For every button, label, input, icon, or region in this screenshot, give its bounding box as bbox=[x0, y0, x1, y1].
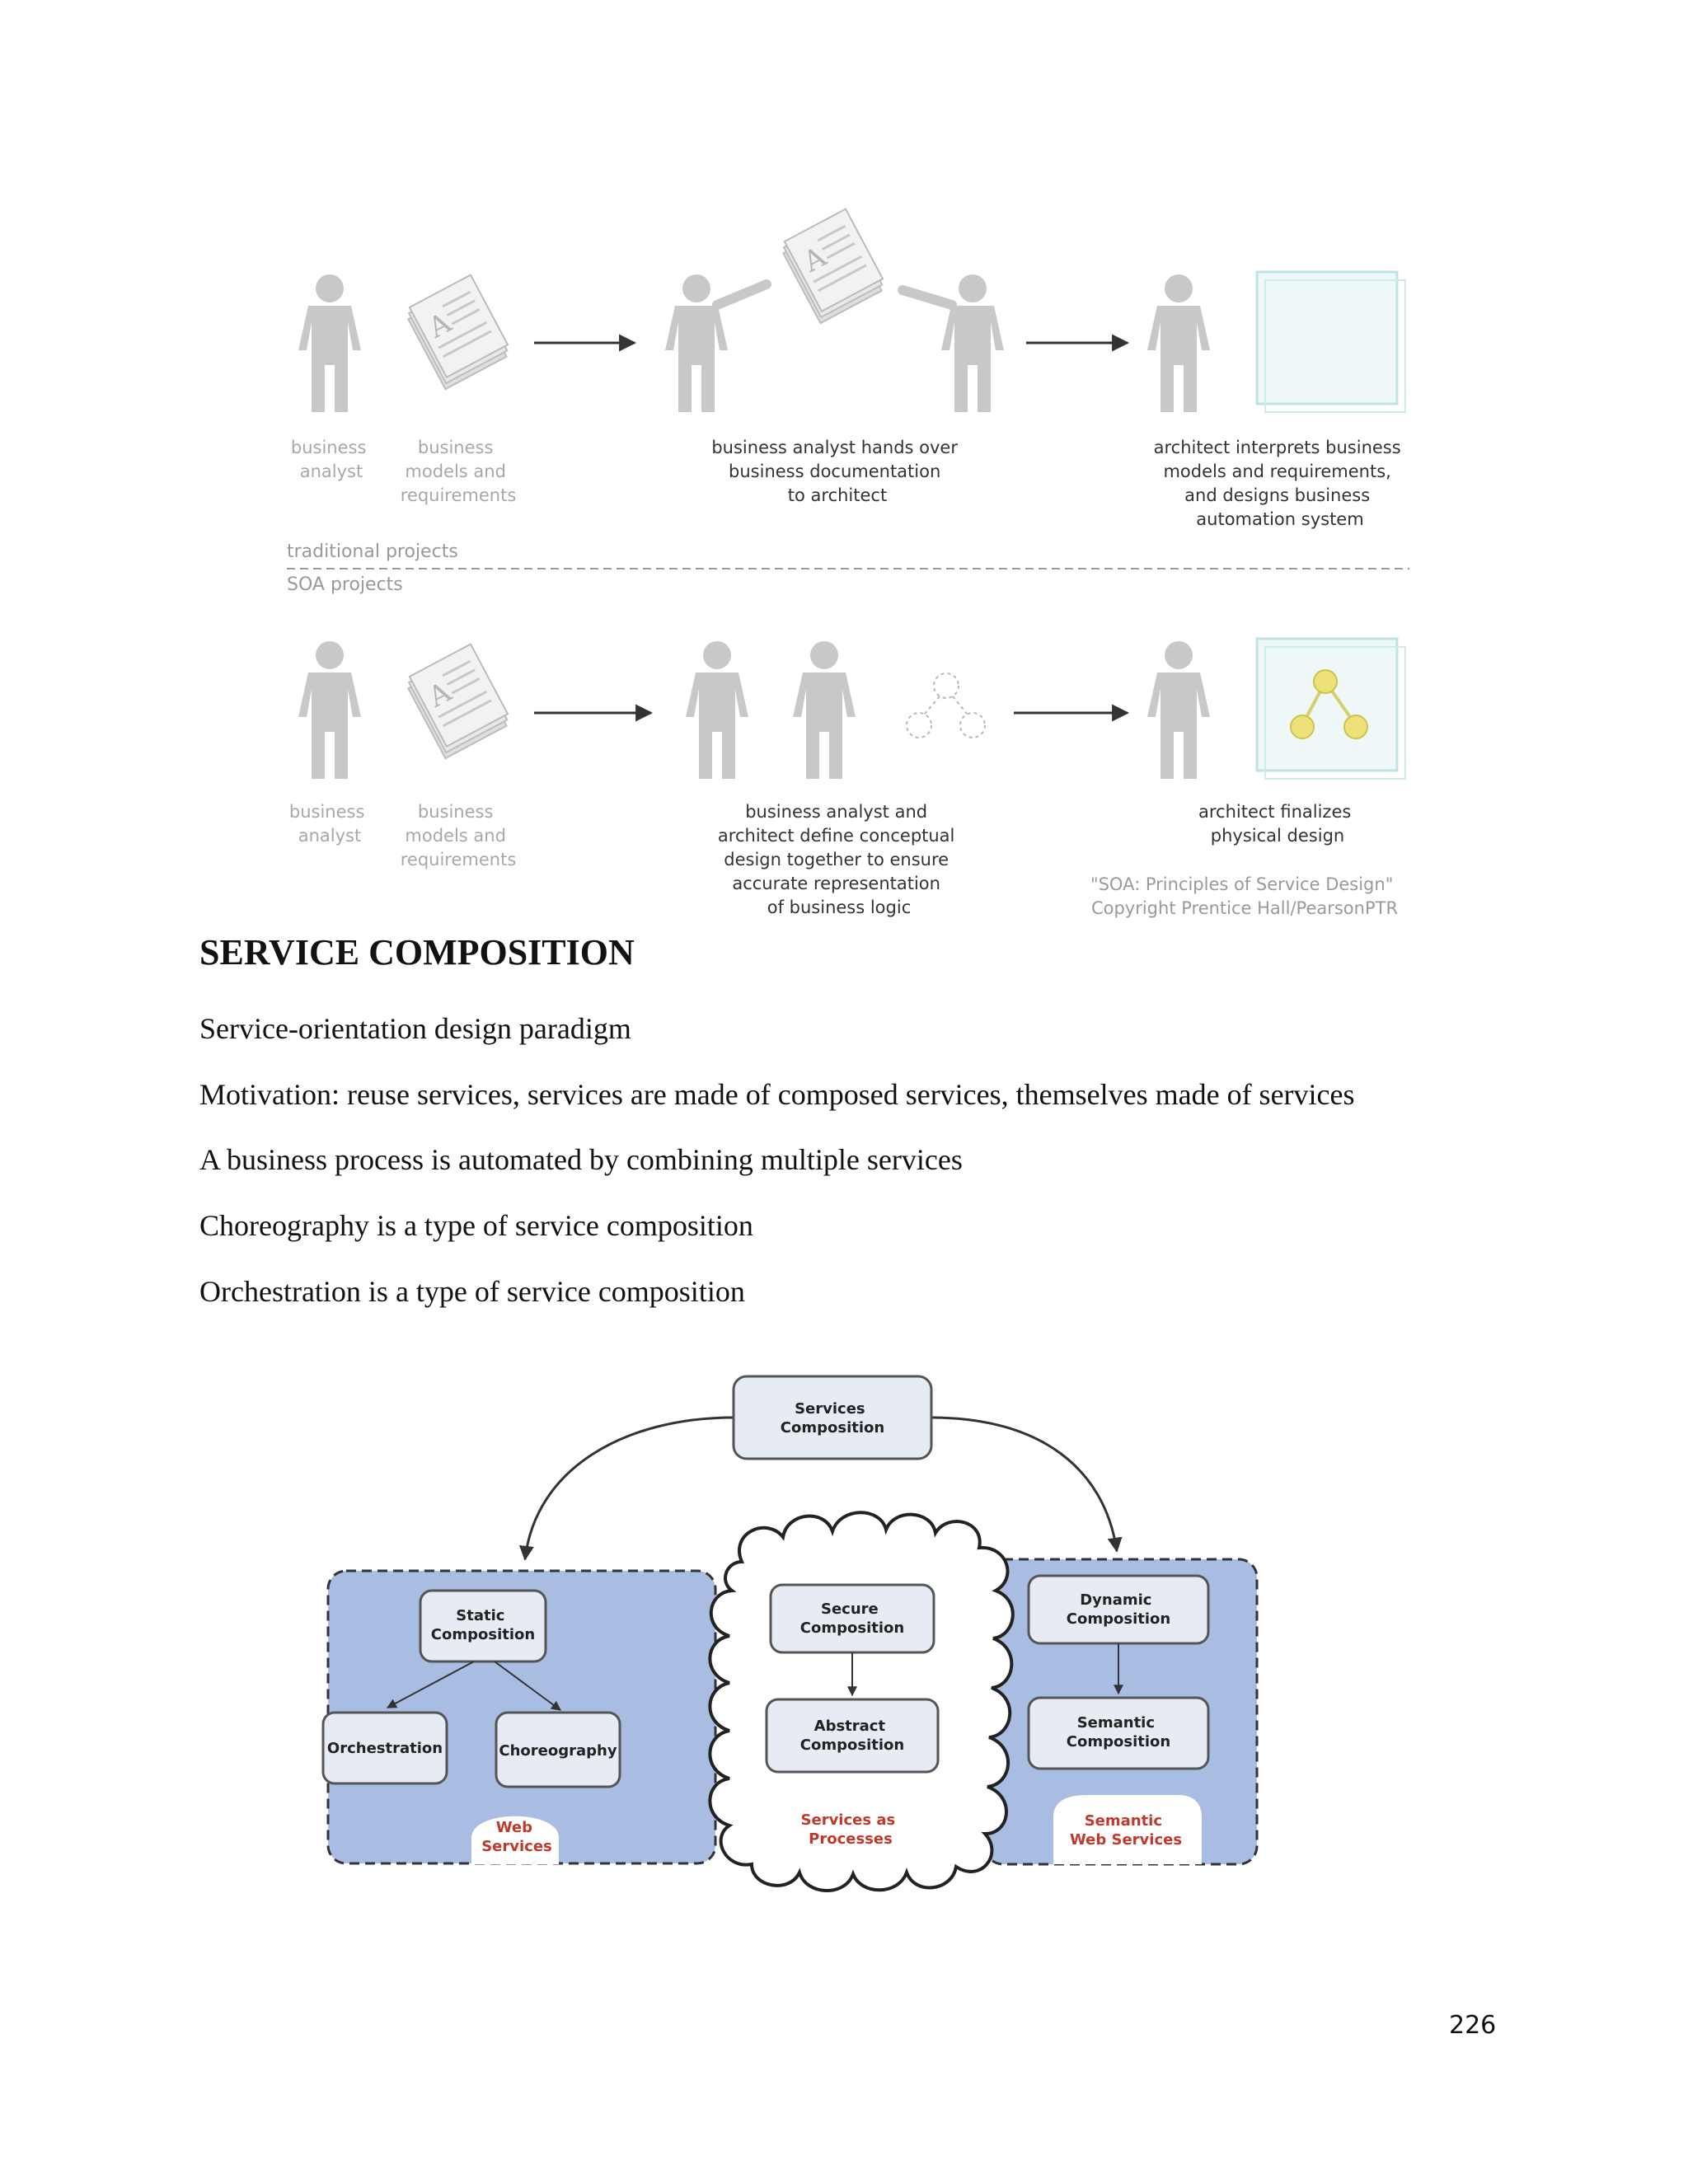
services-as-processes-label: Services as Processes bbox=[801, 1811, 901, 1848]
label-architect-interprets: architect interprets business models and… bbox=[1154, 438, 1407, 529]
static-composition-box bbox=[419, 1589, 547, 1663]
paragraph-motivation: Motivation: reuse services, services are… bbox=[199, 1078, 1355, 1111]
dynamic-composition-label: Dynamic Composition bbox=[1067, 1591, 1170, 1628]
label-soa-projects: SOA projects bbox=[287, 574, 403, 595]
architect-figure bbox=[1147, 274, 1210, 412]
arrow-to-dynamic bbox=[931, 1416, 1123, 1553]
web-services-tab bbox=[471, 1816, 559, 1864]
architect-figure bbox=[941, 274, 1004, 412]
architect-figure bbox=[793, 641, 856, 779]
secure-composition-label: Secure Composition bbox=[800, 1601, 904, 1637]
documents-icon bbox=[402, 643, 514, 760]
semantic-web-services-label: Semantic Web Services bbox=[1070, 1812, 1182, 1849]
semantic-web-services-tab bbox=[1053, 1795, 1202, 1864]
orchestration-label: Orchestration bbox=[327, 1740, 443, 1757]
label-business-analyst: business analyst bbox=[291, 438, 372, 481]
figure-credit: "SOA: Principles of Service Design" Copy… bbox=[1090, 874, 1399, 918]
label-traditional-projects: traditional projects bbox=[287, 541, 458, 562]
documents-icon bbox=[777, 208, 889, 325]
label-define-together: business analyst and architect define co… bbox=[718, 802, 960, 917]
secure-composition-box bbox=[769, 1583, 935, 1654]
dynamic-composition-box bbox=[1027, 1574, 1210, 1645]
section-heading: SERVICE COMPOSITION bbox=[199, 932, 635, 972]
services-composition-box bbox=[732, 1375, 933, 1460]
label-business-models: business models and requirements bbox=[401, 802, 517, 869]
paragraph-business-process: A business process is automated by combi… bbox=[199, 1143, 963, 1176]
services-composition-label: Services Composition bbox=[781, 1400, 884, 1436]
paragraph-choreography: Choreography is a type of service compos… bbox=[199, 1209, 753, 1242]
choreography-label: Choreography bbox=[499, 1742, 617, 1760]
static-composition-label: Static Composition bbox=[431, 1607, 535, 1643]
orchestration-box bbox=[321, 1711, 448, 1785]
documents-icon bbox=[402, 274, 514, 391]
business-analyst-figure bbox=[665, 274, 728, 412]
arrow-to-orchestration bbox=[386, 1661, 475, 1708]
architect-figure bbox=[1147, 641, 1210, 779]
semantic-composition-box bbox=[1027, 1696, 1210, 1770]
figure-services-composition: Services Composition Static Composition … bbox=[321, 1375, 1259, 1892]
business-analyst-figure bbox=[298, 641, 361, 779]
label-business-models: business models and requirements bbox=[401, 438, 517, 505]
arrow-to-static bbox=[518, 1416, 734, 1561]
business-analyst-figure bbox=[298, 274, 361, 412]
choreography-box bbox=[495, 1711, 621, 1788]
paragraph-orchestration: Orchestration is a type of service compo… bbox=[199, 1275, 745, 1308]
label-architect-finalizes: architect finalizes physical design bbox=[1198, 802, 1357, 846]
semantic-composition-label: Semantic Composition bbox=[1067, 1714, 1170, 1750]
abstract-composition-label: Abstract Composition bbox=[800, 1718, 904, 1754]
abstract-composition-box bbox=[765, 1698, 940, 1774]
label-handover: business analyst hands over business doc… bbox=[711, 438, 963, 505]
empty-system-box-icon bbox=[1255, 270, 1406, 413]
label-business-analyst: business analyst bbox=[289, 802, 370, 846]
web-services-label: Web Services bbox=[481, 1819, 552, 1855]
business-analyst-figure bbox=[686, 641, 748, 779]
paragraph-paradigm: Service-orientation design paradigm bbox=[199, 1012, 631, 1045]
conceptual-design-icon bbox=[906, 673, 986, 738]
page-number: 226 bbox=[1449, 2011, 1497, 2040]
physical-design-box-icon bbox=[1255, 637, 1406, 780]
arrow-to-choreography bbox=[494, 1661, 561, 1711]
